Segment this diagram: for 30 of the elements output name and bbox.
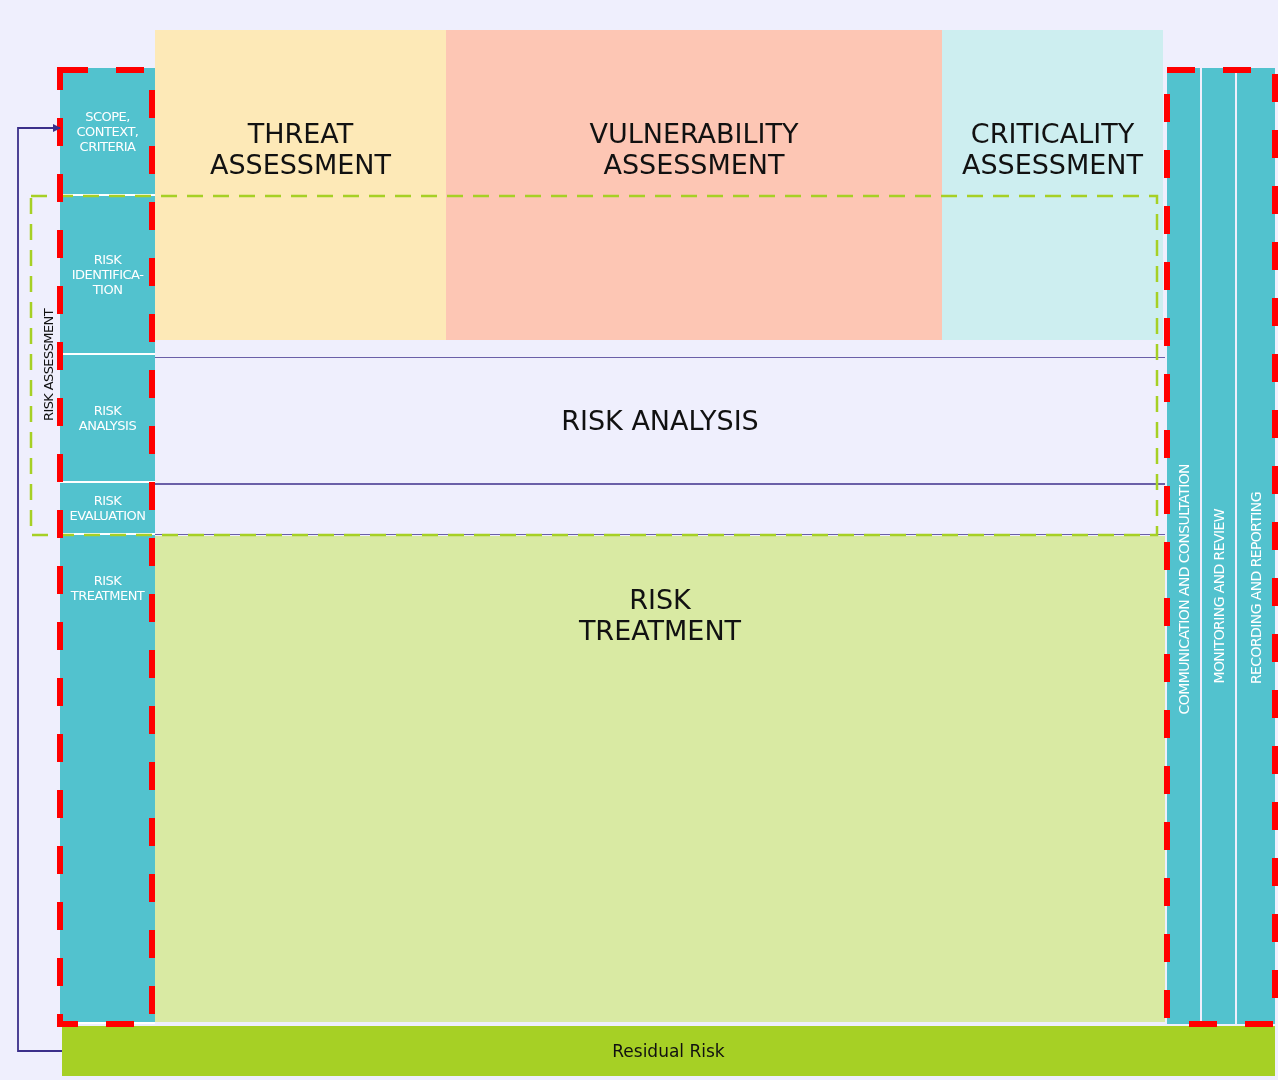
step-box: [60, 196, 155, 355]
assessment-panel: [155, 30, 446, 340]
label-text: VULNERABILITY ASSESSMENT: [588, 118, 800, 180]
label-text: RISK TREATMENT: [69, 573, 146, 603]
residual-risk-bar: [62, 1026, 1275, 1076]
label-text: RISK IDENTIFICA- TION: [70, 252, 145, 297]
treatment-band: [155, 536, 1165, 1022]
label-text: CRITICALITY ASSESSMENT: [960, 118, 1145, 180]
label-text: THREAT ASSESSMENT: [208, 118, 393, 180]
column-label: MONITORING AND REVIEW: [1210, 509, 1227, 684]
column-label: RECORDING AND REPORTING: [1248, 492, 1264, 684]
step-box: [60, 355, 155, 483]
side-column: [1167, 68, 1200, 1024]
column-label: COMMUNICATION AND CONSULTATION: [1175, 463, 1192, 714]
assessment-panel: [446, 30, 942, 340]
side-column: [1237, 68, 1275, 1024]
label-text: Residual Risk: [611, 1041, 726, 1061]
step-box: [60, 68, 155, 196]
label-text: RISK ANALYSIS: [77, 403, 138, 433]
side-column: [1202, 68, 1235, 1024]
label-text: RISK ANALYSIS: [560, 405, 760, 436]
analysis-band: [155, 357, 1165, 484]
step-box: [60, 483, 155, 535]
label-text: RISK TREATMENT: [577, 584, 743, 646]
step-box: [60, 535, 155, 1024]
group-label: RISK ASSESSMENT: [40, 309, 56, 421]
connector-arrow: [17, 124, 63, 1052]
label-text: SCOPE, CONTEXT, CRITERIA: [75, 108, 140, 154]
assessment-panel: [942, 30, 1163, 340]
label-text: RISK EVALUATION: [68, 493, 147, 523]
